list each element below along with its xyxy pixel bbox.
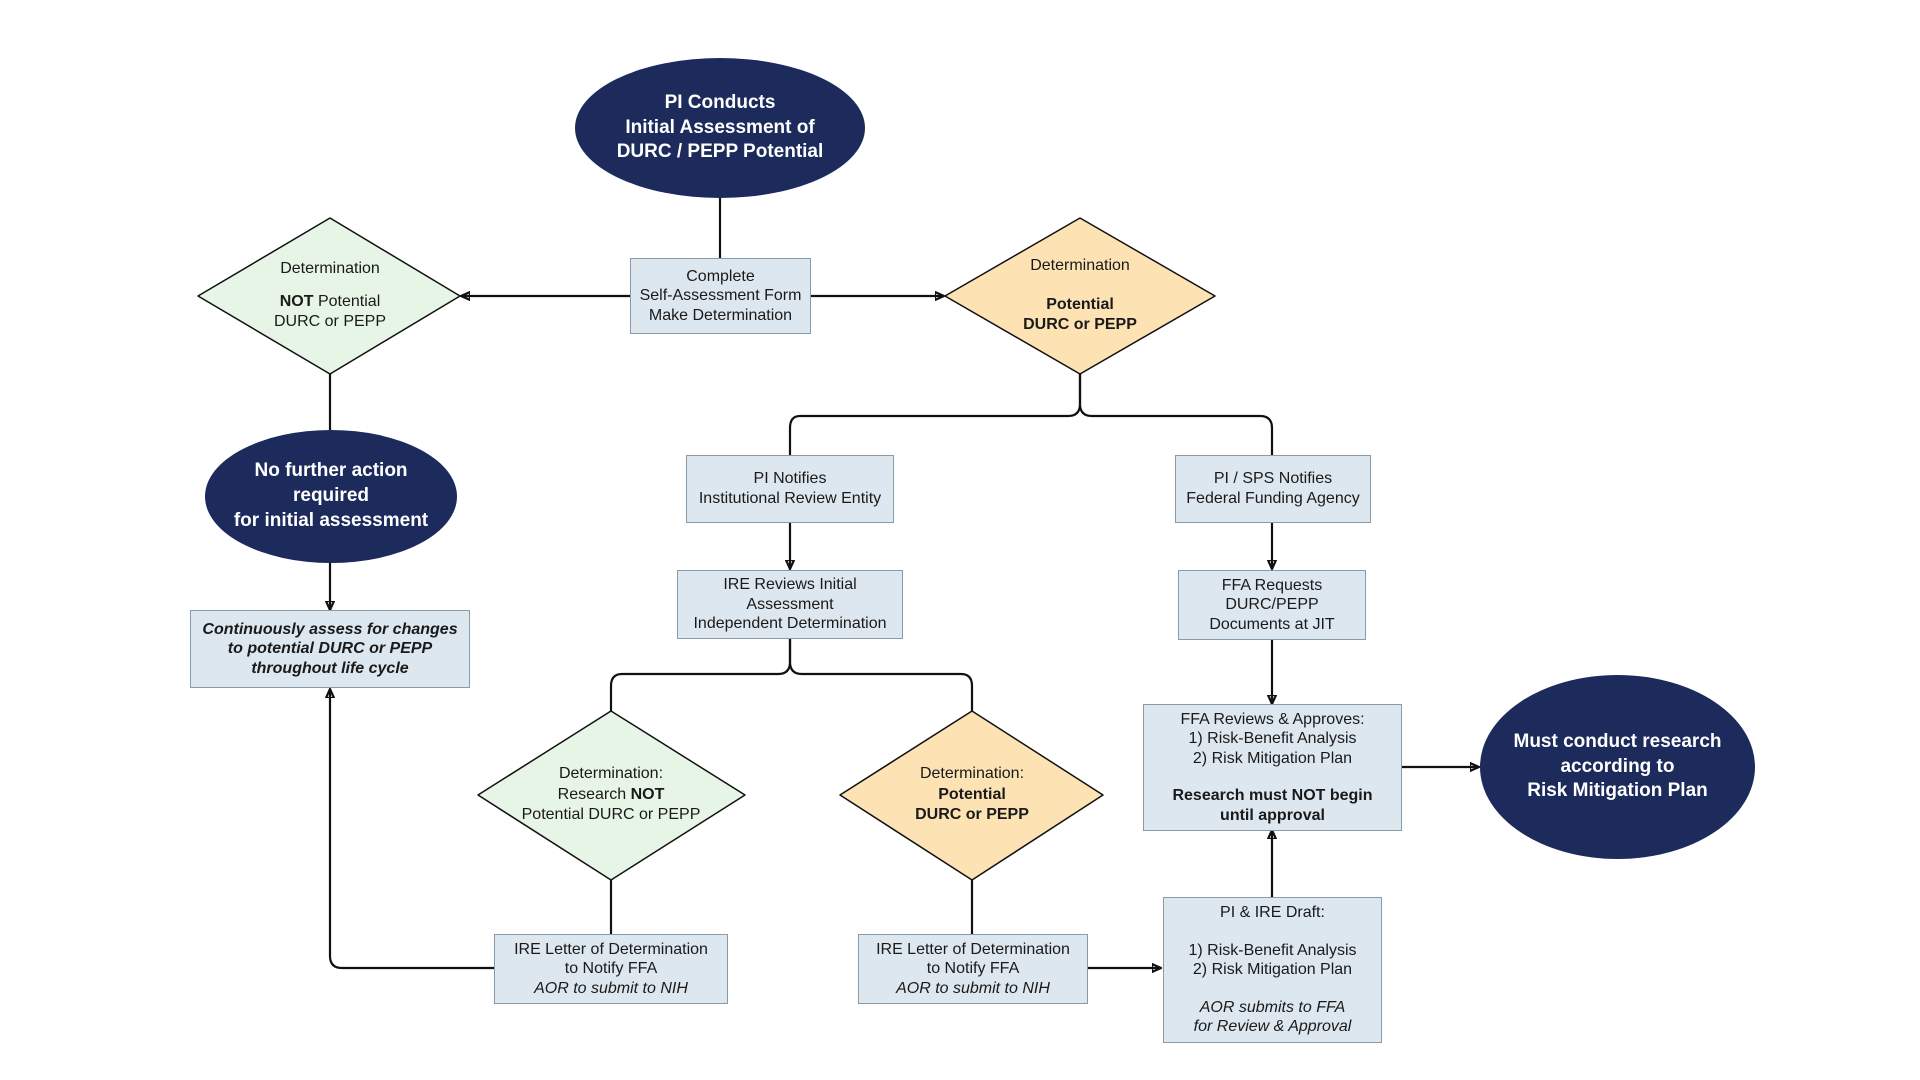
start-line-3: DURC / PEPP Potential	[616, 141, 824, 163]
decision-not-title: Determination	[280, 259, 380, 277]
decision-research-potential-title: Determination:	[919, 764, 1025, 782]
continuous-line-2: to potential DURC or PEPP	[227, 640, 433, 658]
ffa-reviews-bold-2: until approval	[1220, 806, 1325, 824]
decision-research-not: Determination: Research NOT Potential DU…	[506, 760, 716, 830]
must-conduct-research-oval: Must conduct research according to Risk …	[1480, 675, 1755, 859]
draft-title: PI & IRE Draft:	[1220, 904, 1325, 922]
decision-research-potential-line-2: DURC or PEPP	[915, 806, 1029, 824]
ffa-reviews-line-2: 1) Risk-Benefit Analysis	[1188, 730, 1357, 748]
decision-potential-title: Determination	[1030, 256, 1130, 274]
decision-research-not-bold: NOT	[630, 785, 665, 803]
pi-sps-notifies-ffa-box: PI / SPS Notifies Federal Funding Agency	[1175, 455, 1371, 523]
decision-not-bold: NOT	[279, 292, 314, 310]
decision-research-not-line-2: Potential DURC or PEPP	[521, 806, 701, 824]
must-conduct-line-3: Risk Mitigation Plan	[1527, 780, 1708, 802]
ffa-requests-line-1: FFA Requests	[1221, 576, 1323, 594]
ffa-requests-box: FFA Requests DURC/PEPP Documents at JIT	[1178, 570, 1366, 640]
draft-italic-2: for Review & Approval	[1193, 1018, 1352, 1036]
no-further-line-1: No further action	[254, 460, 408, 482]
decision-potential: Determination Potential DURC or PEPP	[980, 250, 1180, 342]
letter-mid-line-1: IRE Letter of Determination	[876, 940, 1070, 958]
letter-mid-italic: AOR to submit to NIH	[896, 979, 1050, 997]
no-further-line-2: required	[292, 485, 370, 507]
pi-sps-line-1: PI / SPS Notifies	[1213, 470, 1333, 488]
ire-letter-box-middle: IRE Letter of Determination to Notify FF…	[858, 934, 1088, 1004]
decision-research-not-title: Determination:	[558, 764, 664, 782]
letter-left-line-1: IRE Letter of Determination	[514, 940, 708, 958]
draft-italic-1: AOR submits to FFA	[1199, 998, 1346, 1016]
self-assessment-box: Complete Self-Assessment Form Make Deter…	[630, 258, 811, 334]
self-assessment-line-2: Self-Assessment Form	[639, 287, 802, 305]
start-line-1: PI Conducts	[664, 91, 776, 113]
pi-notifies-line-2: Institutional Review Entity	[698, 490, 882, 507]
start-line-2: Initial Assessment of	[625, 116, 815, 138]
pi-sps-line-2: Federal Funding Agency	[1186, 490, 1360, 507]
pi-notifies-line-1: PI Notifies	[753, 470, 827, 488]
ffa-reviews-bold-1: Research must NOT begin	[1172, 787, 1373, 805]
decision-not-line-2: DURC or PEPP	[273, 313, 387, 331]
ire-letter-box-left: IRE Letter of Determination to Notify FF…	[494, 934, 728, 1004]
ire-reviews-line-3: Independent Determination	[693, 615, 887, 633]
ffa-requests-line-2: DURC/PEPP	[1225, 596, 1319, 614]
start-oval-pi-conducts-assessment: PI Conducts Initial Assessment of DURC /…	[575, 58, 865, 198]
ffa-reviews-approves-box: FFA Reviews & Approves: 1) Risk-Benefit …	[1143, 704, 1402, 831]
letter-left-line-2: to Notify FFA	[564, 960, 658, 978]
decision-potential-line-1: Potential	[1046, 295, 1114, 313]
decision-research-potential-line-1: Potential	[938, 785, 1006, 803]
no-further-action-oval: No further action required for initial a…	[205, 430, 457, 563]
decision-research-not-line-1: Research NOT	[558, 785, 665, 806]
decision-not-line-1: NOT Potential	[280, 292, 381, 313]
ffa-requests-line-3: Documents at JIT	[1209, 615, 1335, 633]
ire-reviews-line-1: IRE Reviews Initial	[723, 576, 857, 594]
decision-potential-line-2: DURC or PEPP	[1023, 316, 1137, 334]
decision-research-potential: Determination: Potential DURC or PEPP	[872, 760, 1072, 830]
continuous-line-1: Continuously assess for changes	[202, 620, 458, 638]
must-conduct-line-2: according to	[1560, 755, 1675, 777]
draft-line-1: 1) Risk-Benefit Analysis	[1188, 941, 1357, 959]
decision-not-rest: Potential	[313, 292, 381, 310]
self-assessment-line-3: Make Determination	[648, 306, 793, 324]
continuous-assessment-box: Continuously assess for changes to poten…	[190, 610, 470, 688]
continuous-line-3: throughout life cycle	[251, 659, 409, 677]
ire-reviews-line-2: Assessment	[746, 595, 834, 613]
must-conduct-line-1: Must conduct research	[1513, 730, 1722, 752]
letter-mid-line-2: to Notify FFA	[926, 960, 1020, 978]
ffa-reviews-line-3: 2) Risk Mitigation Plan	[1192, 749, 1353, 767]
pi-ire-draft-box: PI & IRE Draft: 1) Risk-Benefit Analysis…	[1163, 897, 1382, 1043]
ire-reviews-box: IRE Reviews Initial Assessment Independe…	[677, 570, 903, 639]
draft-line-2: 2) Risk Mitigation Plan	[1192, 961, 1353, 979]
self-assessment-line-1: Complete	[686, 267, 755, 285]
letter-left-italic: AOR to submit to NIH	[534, 979, 688, 997]
decision-research-not-pre: Research	[557, 785, 631, 803]
decision-not-potential: Determination NOT Potential DURC or PEPP	[230, 250, 430, 342]
pi-notifies-ire-box: PI Notifies Institutional Review Entity	[686, 455, 894, 523]
no-further-line-3: for initial assessment	[233, 509, 429, 531]
ffa-reviews-line-1: FFA Reviews & Approves:	[1180, 710, 1365, 728]
